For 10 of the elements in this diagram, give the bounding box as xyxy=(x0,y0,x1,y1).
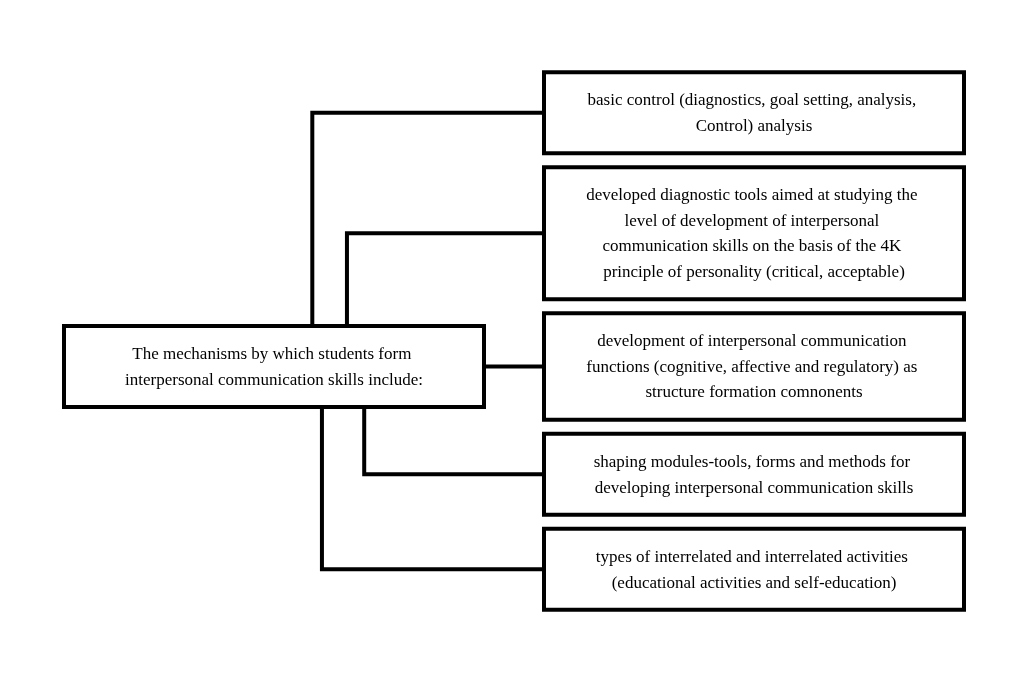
connector xyxy=(362,407,544,477)
connector xyxy=(344,231,544,326)
node-box: development of interpersonal communication functions (cognitive, affective and regulatory) as structure formation comnonents xyxy=(542,311,966,422)
node-box: The mechanisms by which students form interpersonal communication skills include: xyxy=(62,324,486,409)
node-box: types of interrelated and interrelated activities (educational activities and self-education) xyxy=(542,526,966,612)
node-box: developed diagnostic tools aimed at studying the level of development of interpersonal communication skills on the basis of the 4K principle of personality (critical, acceptable) xyxy=(542,165,966,302)
connector xyxy=(310,110,544,326)
connector xyxy=(319,407,544,572)
node-box: shaping modules-tools, forms and methods for developing interpersonal communication skills xyxy=(542,431,966,517)
node-box: basic control (diagnostics, goal setting, analysis, Control) analysis xyxy=(542,70,966,156)
